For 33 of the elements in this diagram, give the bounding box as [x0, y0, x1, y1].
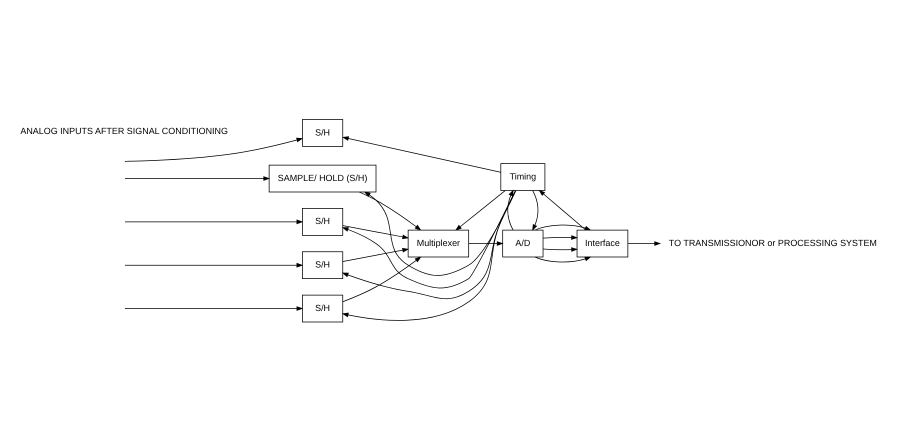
node-box: S/H: [302, 208, 344, 236]
node-box: SAMPLE/ HOLD (S/H): [268, 164, 376, 192]
arrow: [455, 190, 506, 231]
node-box: Interface: [576, 230, 628, 258]
node-box: S/H: [302, 119, 344, 147]
arrow: [124, 176, 270, 181]
arrow: [532, 190, 538, 232]
arrow: [534, 256, 592, 262]
node-box: A/D: [502, 230, 544, 258]
arrow: [542, 235, 578, 240]
arrow: [342, 256, 422, 302]
arrow: [358, 192, 422, 231]
arrow: [364, 190, 516, 276]
arrow: [538, 190, 586, 230]
node-box: S/H: [302, 251, 344, 280]
arrow: [342, 136, 501, 173]
arrow: [124, 138, 304, 162]
arrow: [124, 306, 304, 311]
arrow: [124, 262, 304, 268]
label: ANALOG INPUTS AFTER SIGNAL CONDITIONING: [20, 126, 228, 136]
node-text: TO TRANSMISSIONOR or PROCESSING SYSTEM: [668, 238, 877, 248]
node-box: Multiplexer: [408, 230, 470, 258]
arrow: [342, 248, 410, 262]
arrow: [628, 241, 662, 246]
arrow: [507, 189, 514, 230]
arrow: [534, 224, 592, 230]
node-box: S/H: [302, 294, 344, 322]
arrow: [468, 241, 504, 246]
arrow: [342, 190, 516, 321]
arrow: [124, 220, 304, 224]
node-box: Timing: [500, 163, 546, 191]
arrow: [342, 225, 410, 240]
arrow: [542, 247, 578, 252]
